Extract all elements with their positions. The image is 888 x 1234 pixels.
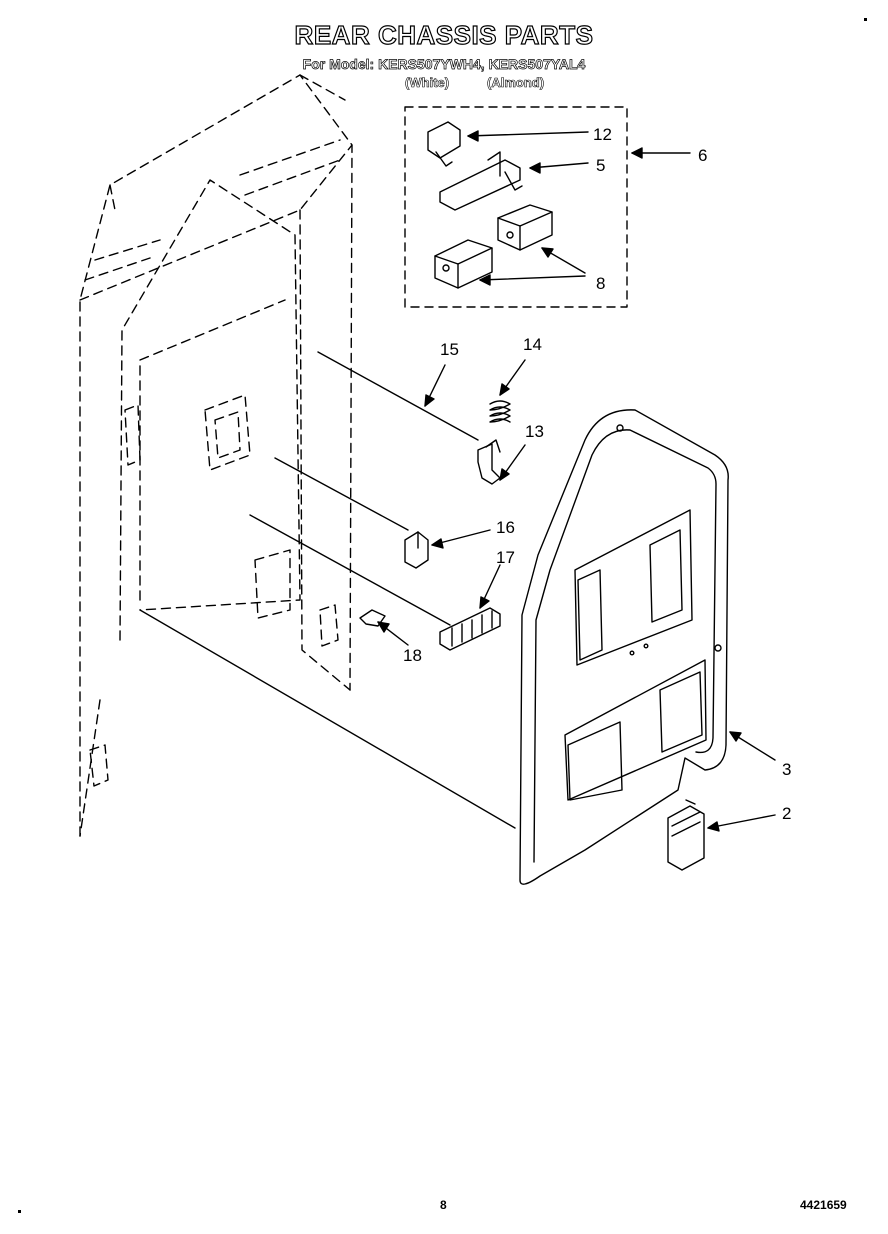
leader-line-16 xyxy=(274,457,409,531)
part-2 xyxy=(667,799,705,871)
callout-16: 16 xyxy=(496,518,515,537)
rod-15 xyxy=(317,351,479,441)
range-chassis-outline xyxy=(79,74,353,837)
corner-mark-top xyxy=(864,18,867,21)
callout-6: 6 xyxy=(698,146,707,165)
model-line: For Model: KERS507YWH4, KERS507YAL4 xyxy=(302,56,586,73)
leader-line-chassis-panel xyxy=(139,609,516,829)
part-13 xyxy=(477,439,501,485)
callout-8: 8 xyxy=(596,274,605,293)
callout-2: 2 xyxy=(782,804,791,823)
callout-12: 12 xyxy=(593,125,612,144)
part-3-rear-panel xyxy=(519,409,729,885)
part-16 xyxy=(404,531,429,569)
leader-line-17 xyxy=(249,514,451,626)
callout-3: 3 xyxy=(782,760,791,779)
part-8-lower xyxy=(434,239,493,289)
part-17 xyxy=(439,607,501,651)
arrow-2 xyxy=(707,814,776,829)
arrow-8b xyxy=(479,275,586,281)
part-5 xyxy=(439,151,523,211)
arrow-12 xyxy=(467,131,589,137)
document-number: 4421659 xyxy=(800,1198,847,1212)
kit-box-6 xyxy=(404,106,628,308)
variant-white: (White) xyxy=(405,75,450,91)
variant-almond: (Almond) xyxy=(487,75,545,91)
part-8-upper xyxy=(497,204,553,251)
page-number: 8 xyxy=(440,1198,447,1212)
part-12 xyxy=(427,121,461,167)
callout-14: 14 xyxy=(523,335,542,354)
corner-mark-bottom xyxy=(18,1210,21,1213)
callout-5: 5 xyxy=(596,156,605,175)
callout-17: 17 xyxy=(496,548,515,567)
callout-13: 13 xyxy=(525,422,544,441)
callout-18: 18 xyxy=(403,646,422,665)
part-18 xyxy=(359,609,386,627)
part-14 xyxy=(489,400,511,423)
callout-15: 15 xyxy=(440,340,459,359)
page-title: REAR CHASSIS PARTS xyxy=(294,19,594,50)
